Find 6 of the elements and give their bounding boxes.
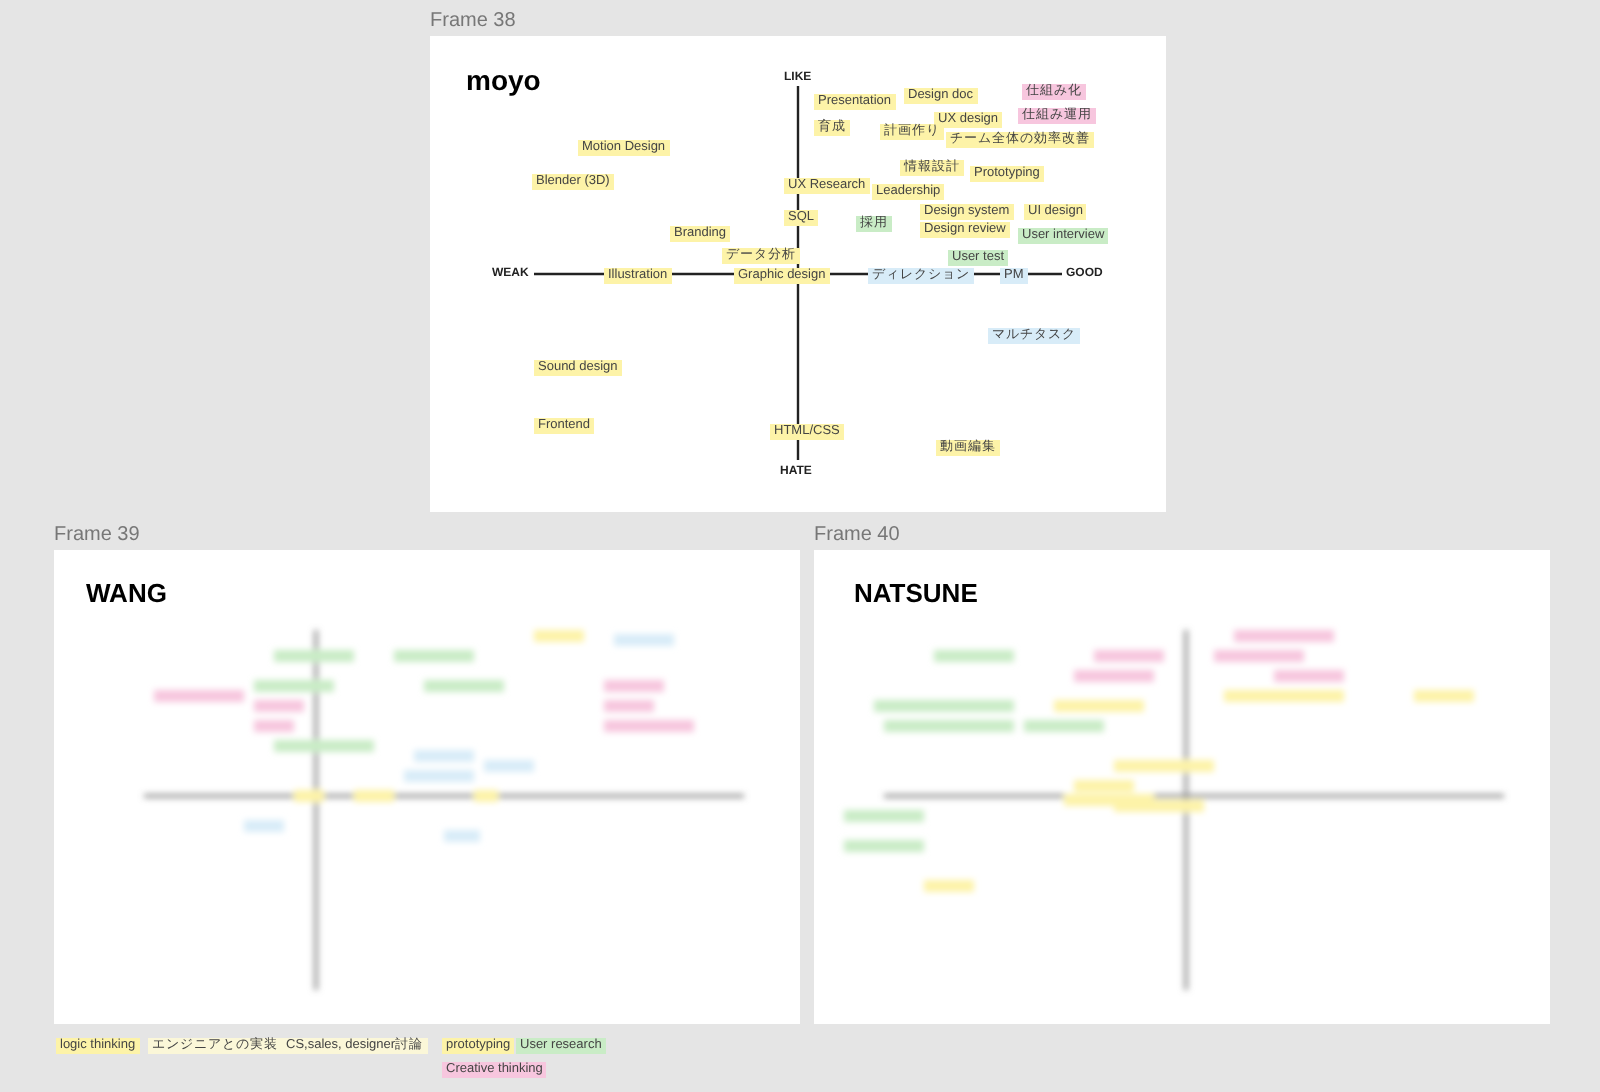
frame-heading: WANG <box>86 578 167 608</box>
frame-title: Frame 39 <box>54 524 140 546</box>
frame-title: Frame 38 <box>430 10 516 32</box>
frame-heading: moyo <box>466 64 541 96</box>
frame-heading: NATSUNE <box>854 578 978 608</box>
frame-title: Frame 40 <box>814 524 900 546</box>
